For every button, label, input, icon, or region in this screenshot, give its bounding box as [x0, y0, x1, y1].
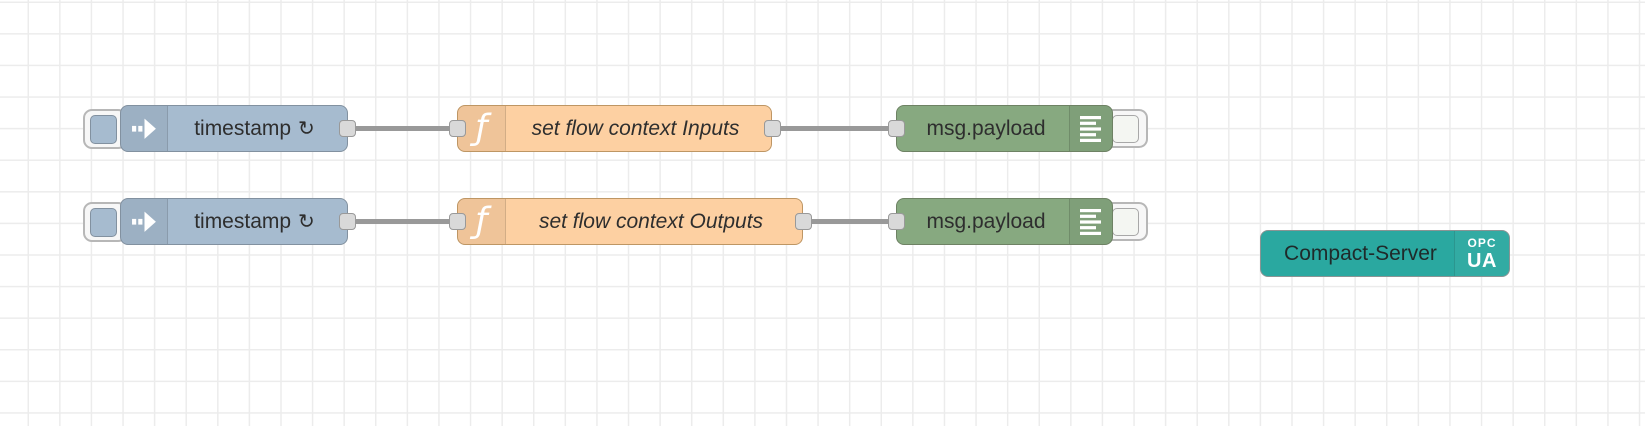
debug-list-icon	[1079, 208, 1103, 236]
inject-node-2[interactable]: timestamp ↻	[120, 198, 348, 245]
function-icon: ƒ	[475, 200, 488, 241]
inject-node-1[interactable]: timestamp ↻	[120, 105, 348, 152]
inject1-output-port[interactable]	[339, 120, 356, 137]
function-node-1[interactable]: ƒ set flow context Inputs	[457, 105, 772, 152]
debug-list-icon	[1079, 115, 1103, 143]
inject-button[interactable]	[90, 208, 117, 237]
inject-icon-band	[121, 106, 168, 151]
opcua-badge: OPC UA	[1454, 231, 1509, 276]
inject-node-label: timestamp ↻	[168, 106, 341, 151]
opcua-badge-top-text: OPC	[1467, 235, 1497, 250]
function1-output-port[interactable]	[764, 120, 781, 137]
opcua-logo-icon: OPC UA	[1467, 237, 1497, 271]
inject-node-label: timestamp ↻	[168, 199, 341, 244]
function-icon-band: ƒ	[458, 199, 506, 244]
opcua-badge-bottom-text: UA	[1467, 249, 1497, 272]
debug-node-label: msg.payload	[926, 116, 1046, 140]
repeat-icon: ↻	[298, 211, 315, 233]
function2-input-port[interactable]	[449, 213, 466, 230]
inject2-output-port[interactable]	[339, 213, 356, 230]
inject-arrow-icon	[131, 208, 158, 235]
function2-output-port[interactable]	[795, 213, 812, 230]
inject-icon-band	[121, 199, 168, 244]
function-node-2[interactable]: ƒ set flow context Outputs	[457, 198, 803, 245]
wire-inject1-function1[interactable]	[347, 126, 458, 131]
inject-button[interactable]	[90, 115, 117, 144]
function1-input-port[interactable]	[449, 120, 466, 137]
function-node-label: set flow context Inputs	[531, 116, 740, 140]
function-node-label: set flow context Outputs	[538, 209, 764, 233]
inject-label-text: timestamp	[194, 209, 292, 233]
debug2-input-port[interactable]	[888, 213, 905, 230]
debug-icon-band	[1069, 106, 1112, 151]
repeat-icon: ↻	[298, 118, 315, 140]
debug-node-2[interactable]: msg.payload	[896, 198, 1113, 245]
function-icon: ƒ	[475, 107, 488, 148]
debug-icon-band	[1069, 199, 1112, 244]
wire-function1-debug1[interactable]	[772, 126, 897, 131]
debug-toggle-button[interactable]	[1112, 208, 1139, 236]
debug1-input-port[interactable]	[888, 120, 905, 137]
function-icon-band: ƒ	[458, 106, 506, 151]
wire-function2-debug2[interactable]	[803, 219, 897, 224]
inject-arrow-icon	[131, 115, 158, 142]
opcua-server-node[interactable]: OPC UA Compact-Server	[1260, 230, 1510, 277]
debug-node-1[interactable]: msg.payload	[896, 105, 1113, 152]
debug-toggle-button[interactable]	[1112, 115, 1139, 143]
inject-label-text: timestamp	[194, 116, 292, 140]
wire-inject2-function2[interactable]	[347, 219, 458, 224]
server-node-label: Compact-Server	[1284, 241, 1437, 265]
debug-node-label: msg.payload	[926, 209, 1046, 233]
